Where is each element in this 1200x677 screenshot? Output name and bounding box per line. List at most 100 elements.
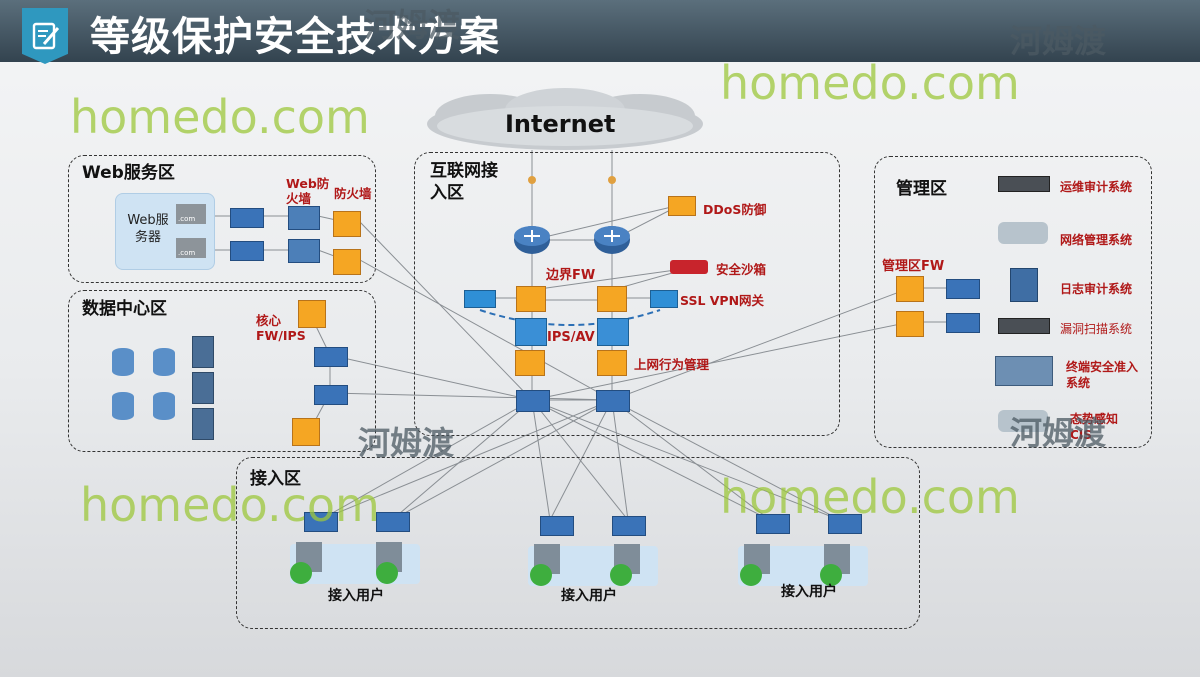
log-audit-icon	[1010, 268, 1038, 302]
web-firewall-label: Web防火墙	[286, 176, 330, 206]
audit-server-icon	[998, 176, 1050, 192]
mgmt-switch-icon	[946, 313, 980, 333]
watermark: homedo.com	[720, 56, 1020, 110]
mgmt-firewall-icon	[896, 311, 924, 337]
switch-icon	[230, 208, 264, 228]
vpn-device-icon	[464, 290, 496, 308]
sandbox-icon	[670, 260, 708, 274]
web-zone	[68, 155, 376, 283]
access-user-label: 接入用户	[561, 588, 617, 604]
access-switch-icon	[828, 514, 862, 534]
mgmt-fw-label: 管理区FW	[882, 259, 945, 274]
database-icon	[153, 348, 175, 376]
core-firewall-icon	[298, 300, 326, 328]
aggregation-switch-icon	[516, 390, 550, 412]
server-tower-icon	[192, 336, 214, 368]
web-server-label: Web服务器	[127, 213, 169, 245]
web-zone-title: Web服务区	[82, 163, 175, 183]
access-zone	[236, 457, 920, 629]
firewall-label: 防火墙	[334, 186, 372, 201]
database-icon	[153, 392, 175, 420]
ha-link	[479, 309, 661, 326]
user-pc-group	[290, 542, 420, 584]
behavior-mgmt-label: 上网行为管理	[634, 357, 710, 372]
ips-device-icon	[597, 318, 629, 346]
document-icon	[22, 8, 68, 64]
link-marker	[608, 176, 616, 184]
watermark-cn: 河姆渡	[1010, 414, 1107, 452]
mgmt-item-label: 网络管理系统	[1060, 233, 1133, 247]
edge-firewall-icon	[597, 286, 627, 312]
watermark: homedo.com	[70, 90, 370, 144]
access-user-label: 接入用户	[328, 588, 384, 604]
router-icon	[514, 226, 550, 254]
web-firewall-icon	[288, 206, 320, 230]
server-tower-icon	[192, 408, 214, 440]
web-firewall-icon	[288, 239, 320, 263]
mgmt-item-label: 运维审计系统	[1060, 180, 1133, 194]
access-user-label: 接入用户	[781, 584, 837, 600]
page-title: 等级保护安全技术方案	[90, 14, 500, 60]
database-icon	[112, 392, 134, 420]
mgmt-switch-icon	[946, 279, 980, 299]
management-zone	[874, 156, 1152, 448]
database-icon	[112, 348, 134, 376]
watermark-cn: 河姆渡	[364, 6, 461, 44]
user-pc-group	[738, 544, 868, 586]
switch-icon	[230, 241, 264, 261]
link-marker	[528, 176, 536, 184]
core-fw-ips-label: 核心FW/IPS	[256, 313, 306, 343]
ssl-vpn-label: SSL VPN网关	[680, 293, 765, 308]
server-icon: .com	[176, 204, 206, 224]
datacenter-zone	[68, 290, 376, 452]
management-zone-title: 管理区	[896, 179, 947, 199]
behavior-mgmt-icon	[597, 350, 627, 376]
check-shield-icon	[530, 564, 552, 586]
check-shield-icon	[376, 562, 398, 584]
server-tower-icon	[192, 372, 214, 404]
internet-access-zone	[414, 152, 840, 436]
check-shield-icon	[290, 562, 312, 584]
internet-label: Internet	[505, 110, 616, 138]
watermark-cn: 河姆渡	[1010, 22, 1107, 60]
ddos-device-icon	[668, 196, 696, 216]
access-switch-icon	[376, 512, 410, 532]
situational-awareness-icon	[998, 410, 1048, 432]
ddos-label: DDoS防御	[703, 202, 767, 217]
access-switch-icon	[304, 512, 338, 532]
behavior-mgmt-icon	[515, 350, 545, 376]
ips-device-icon	[515, 318, 547, 346]
firewall-icon	[333, 211, 361, 237]
internet-access-zone-title: 互联网接入区	[430, 161, 498, 203]
core-firewall-icon	[292, 418, 320, 446]
access-switch-icon	[540, 516, 574, 536]
mgmt-item-label: 态势感知CIS	[1070, 412, 1119, 442]
user-pc-group	[528, 544, 658, 586]
watermark: homedo.com	[80, 478, 380, 532]
watermark: homedo.com	[720, 470, 1020, 524]
title-bar: 等级保护安全技术方案	[0, 0, 1200, 64]
mgmt-item-label: 终端安全准入系统	[1066, 360, 1139, 390]
ips-av-label: IPS/AV	[547, 330, 595, 345]
access-zone-title: 接入区	[250, 469, 301, 489]
watermark-cn: 河姆渡	[358, 424, 455, 462]
internet-cloud	[427, 88, 703, 150]
edge-firewall-icon	[516, 286, 546, 312]
server-icon: .com	[176, 238, 206, 258]
check-shield-icon	[610, 564, 632, 586]
firewall-icon	[333, 249, 361, 275]
vuln-scan-icon	[998, 318, 1050, 334]
core-switch-icon	[314, 385, 348, 405]
edge-fw-label: 边界FW	[546, 268, 596, 283]
check-shield-icon	[740, 564, 762, 586]
mgmt-firewall-icon	[896, 276, 924, 302]
access-switch-icon	[756, 514, 790, 534]
core-switch-icon	[314, 347, 348, 367]
mgmt-item-label: 漏洞扫描系统	[1060, 322, 1133, 336]
router-icon	[594, 226, 630, 254]
vpn-device-icon	[650, 290, 678, 308]
mgmt-item-label: 日志审计系统	[1060, 282, 1133, 296]
sandbox-label: 安全沙箱	[716, 262, 767, 277]
check-shield-icon	[820, 564, 842, 586]
